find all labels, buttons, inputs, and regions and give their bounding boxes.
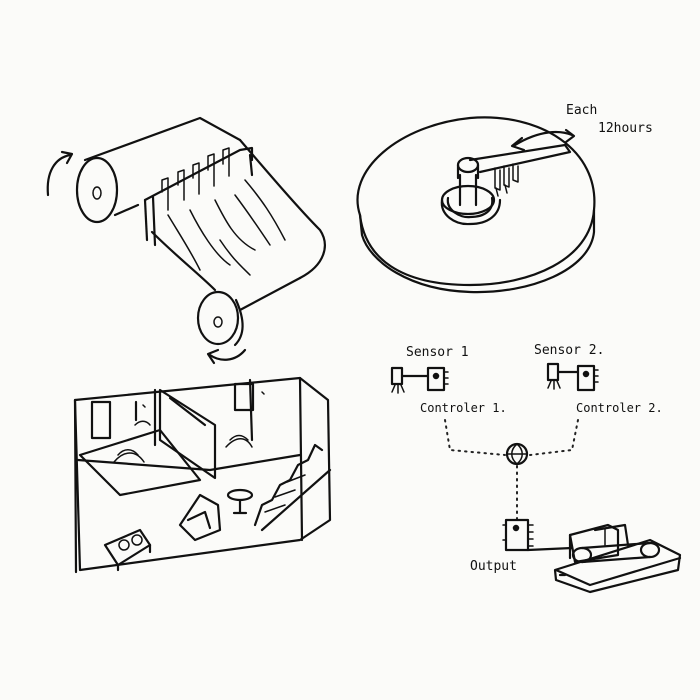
armchair — [178, 493, 222, 542]
controller2-label: Controler 2. — [576, 401, 663, 415]
wall-panel-right — [233, 382, 255, 412]
round-table — [226, 488, 254, 502]
rotation-arrow-left — [46, 153, 72, 197]
each-label: Each — [566, 103, 598, 118]
sensor2-label: Sensor 2. — [534, 343, 605, 358]
wall-panel-left — [90, 400, 112, 440]
twelve-hours-label: 12hours — [598, 121, 653, 136]
sensor1-label: Sensor 1 — [406, 345, 469, 360]
controller1-device — [426, 366, 446, 392]
conveyor-belt-sketch — [46, 116, 326, 365]
floor-panel — [78, 428, 202, 497]
room-sketch — [73, 376, 332, 574]
output-device — [504, 518, 530, 552]
bottom-roller — [196, 290, 240, 346]
link-controller2-hub — [529, 419, 579, 456]
link-controller1-hub — [444, 419, 506, 456]
sensor2-device — [546, 362, 560, 382]
rotating-disc-sketch — [356, 116, 596, 294]
tilted-panel — [158, 388, 217, 480]
sensor1-device — [390, 366, 404, 386]
rotation-arrow-disc — [513, 130, 574, 147]
left-roller — [75, 156, 119, 224]
rotation-arrow-bottom — [208, 348, 247, 361]
staircase — [253, 443, 324, 527]
controller2-device — [576, 364, 596, 392]
output-label: Output — [470, 559, 517, 574]
controller1-label: Controler 1. — [420, 401, 507, 415]
network-diagram — [390, 362, 682, 594]
machine-base — [553, 538, 682, 594]
